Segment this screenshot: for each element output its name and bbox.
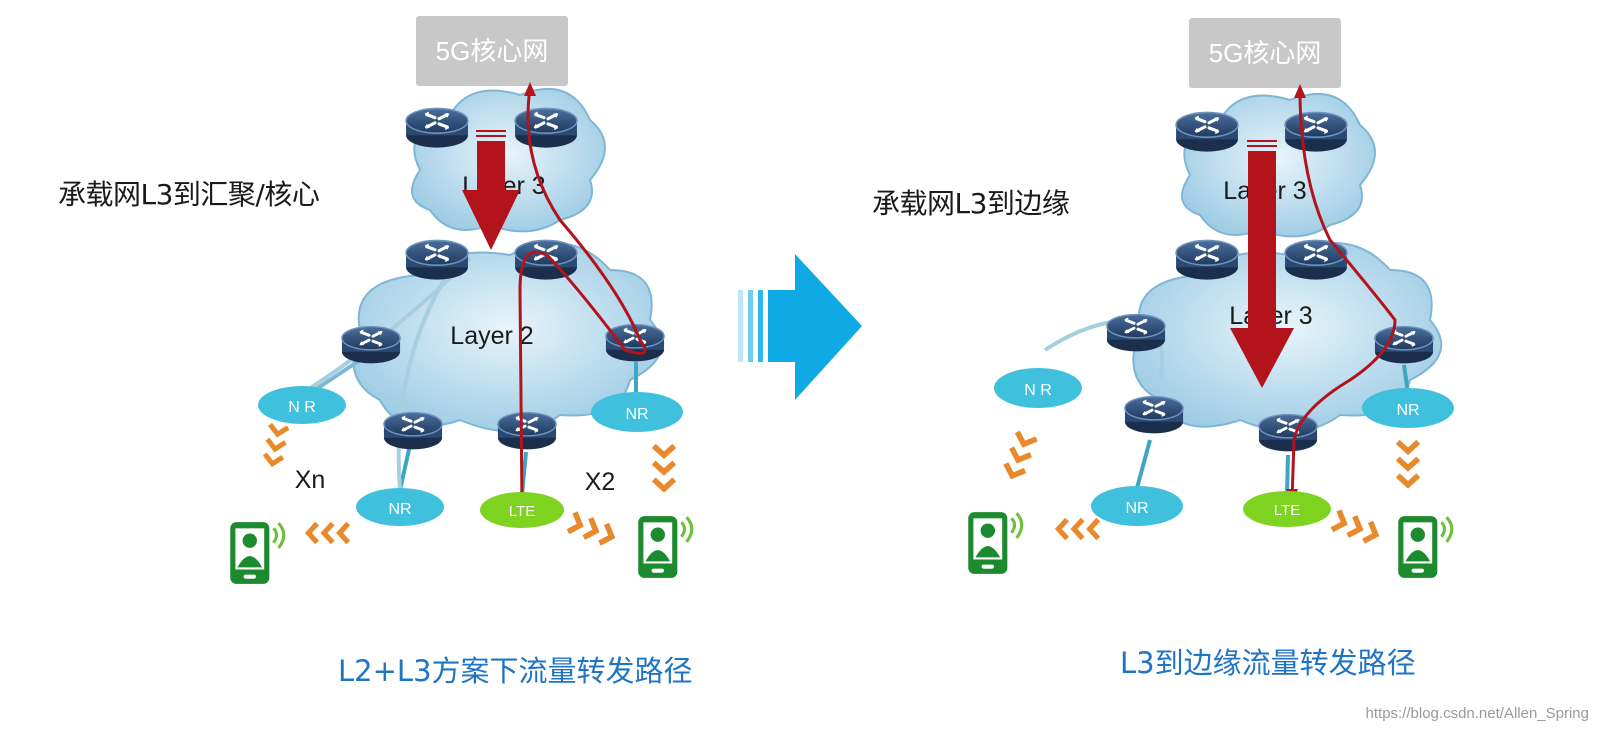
left-red-arrow: [462, 130, 520, 250]
left-nr-node-2: [356, 488, 444, 526]
left-xn-label: Xn: [295, 466, 326, 494]
left-chevrons-right: [568, 512, 615, 546]
right-nr-label-3: NR: [1396, 402, 1419, 419]
right-nr-label-2: NR: [1125, 500, 1148, 517]
right-router-right: [1373, 325, 1435, 365]
left-router-top-1: [404, 106, 470, 150]
right-router-mid-2: [1283, 238, 1349, 282]
left-core-box: [416, 16, 568, 86]
left-l2-path-b: [396, 260, 457, 491]
left-nr-label-2: NR: [388, 501, 411, 518]
transition-arrow: [738, 254, 862, 400]
left-phone-1: [228, 520, 286, 586]
left-chevrons-down-right: [654, 446, 675, 489]
right-router-top-2: [1283, 110, 1349, 154]
left-x2-label: X2: [585, 468, 616, 496]
left-router-top-2: [513, 106, 579, 150]
right-red-arrow: [1230, 140, 1294, 388]
left-nr-node-3: [591, 392, 683, 432]
left-diagram: 5G核心网 Layer 3 Layer 2: [228, 16, 694, 586]
right-lte-label: LTE: [1274, 502, 1300, 519]
right-caption: L3到边缘流量转发路径: [1120, 646, 1416, 680]
left-nr-label-1: N R: [288, 399, 316, 416]
left-nr-label-3: NR: [625, 406, 648, 423]
right-traffic-arrowhead-up: [1294, 84, 1306, 98]
right-chevrons-down-right: [1398, 442, 1419, 485]
right-core-label: 5G核心网: [1209, 38, 1322, 68]
left-lte-label: LTE: [509, 503, 535, 520]
right-chevrons-down-left: [1003, 432, 1037, 479]
right-router-left: [1105, 313, 1167, 353]
right-core-box: [1189, 18, 1341, 88]
right-lte-node: [1243, 491, 1331, 527]
left-side-label: 承载网L3到汇聚/核心: [58, 178, 320, 211]
left-chevrons-down-left: [263, 424, 288, 465]
left-core-label: 5G核心网: [436, 36, 549, 66]
right-nr-label-1: N R: [1024, 382, 1052, 399]
left-chevrons-left: [308, 523, 348, 542]
right-chevrons-left: [1058, 519, 1098, 538]
right-router-bl: [1123, 395, 1185, 435]
right-nr-node-1: [994, 368, 1082, 408]
left-traffic-path: [518, 87, 647, 506]
left-link-nr2: [398, 444, 412, 491]
left-router-l2-left: [340, 325, 402, 365]
left-router-mid-1: [404, 238, 470, 282]
left-lte-node: [480, 492, 564, 528]
right-phone-2: [1396, 514, 1454, 580]
left-traffic-arrowhead-up: [524, 82, 536, 96]
right-router-top-1: [1174, 110, 1240, 154]
watermark: https://blog.csdn.net/Allen_Spring: [1365, 705, 1589, 722]
right-side-label: 承载网L3到边缘: [872, 187, 1070, 220]
right-nr-node-3: [1362, 388, 1454, 428]
right-diagram: 5G核心网 Layer 3 Layer 3: [966, 18, 1454, 580]
right-phone-1: [966, 510, 1024, 576]
right-traffic-path: [1290, 89, 1397, 501]
right-chevrons-right: [1332, 510, 1379, 544]
left-nr-node-1: [258, 386, 346, 424]
right-link-nr2: [1135, 439, 1152, 489]
left-router-l2-bc: [496, 411, 558, 451]
left-phone-2: [636, 514, 694, 580]
right-nr-node-2: [1091, 486, 1183, 526]
right-link-lte: [1285, 454, 1290, 495]
right-router-bc: [1257, 413, 1319, 453]
left-router-l2-bl: [382, 411, 444, 451]
right-router-mid-1: [1174, 238, 1240, 282]
left-caption: L2+L3方案下流量转发路径: [338, 654, 693, 688]
